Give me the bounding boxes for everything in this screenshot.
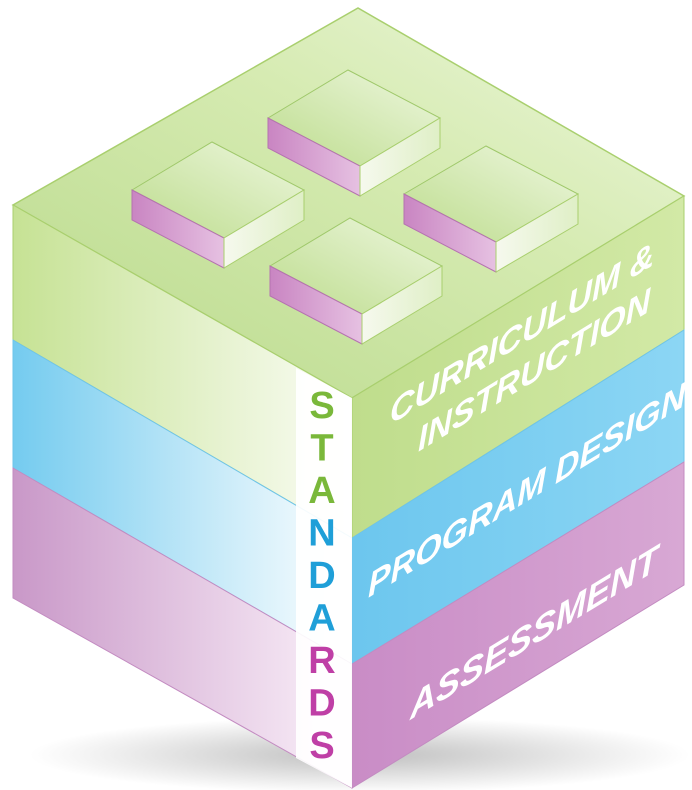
block-right — [402, 145, 580, 273]
standards-strip — [296, 368, 352, 788]
standards-letter: A — [308, 598, 335, 640]
block-bottom — [268, 217, 444, 345]
standards-letter: N — [308, 513, 335, 555]
standards-letter: S — [309, 385, 334, 427]
standards-letter: D — [308, 555, 335, 597]
standards-letter: A — [308, 470, 335, 512]
standards-letter: S — [309, 725, 334, 767]
block-top — [266, 69, 442, 197]
block-left — [130, 141, 306, 269]
standards-letter: T — [310, 428, 333, 470]
standards-letter: D — [308, 683, 335, 725]
standards-letter: R — [308, 640, 335, 682]
